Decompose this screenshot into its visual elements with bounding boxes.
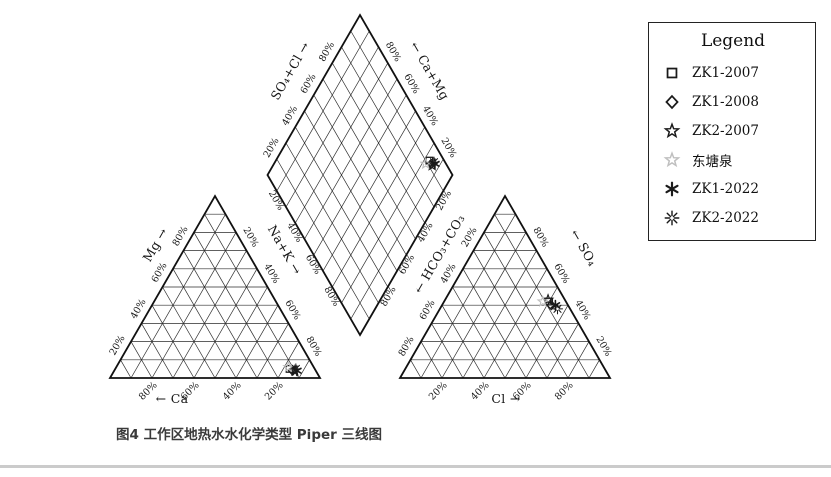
legend-item-label: ZK2-2007 (692, 122, 759, 139)
tick-label: 80% (321, 285, 341, 309)
asterisk-marker-icon (665, 181, 679, 196)
tick-label: 40% (416, 221, 436, 245)
legend-title: Legend (700, 31, 766, 51)
star-marker-icon (663, 121, 681, 138)
tick-label: 20% (266, 189, 286, 213)
legend-item-东塘泉: 东塘泉 (661, 145, 805, 174)
tick-label: 20% (263, 380, 286, 403)
legend-item-label: ZK2-2022 (692, 209, 759, 226)
tick-label: 20% (434, 189, 454, 213)
legend-item-label: ZK1-2022 (692, 180, 759, 197)
axis-label: ← Ca (156, 391, 189, 406)
burst-marker-icon (664, 210, 680, 225)
tick-label: 40% (469, 380, 492, 403)
diamond-marker-icon (665, 94, 679, 109)
series-ZK2-2022 (290, 156, 564, 375)
tick-label: 20% (427, 380, 450, 403)
legend-item-ZK2-2022: ZK2-2022 (661, 203, 805, 232)
tick-label: 40% (221, 380, 244, 403)
axis-label: Mg → (139, 225, 170, 264)
star-marker-icon (663, 150, 681, 167)
tick-label: 60% (397, 253, 417, 277)
axis-label: ← SO₄ (567, 227, 600, 269)
square-marker-icon (666, 67, 678, 78)
legend-item-ZK1-2007: ZK1-2007 (661, 58, 805, 87)
tick-label: 60% (303, 253, 323, 277)
tick-labels: 20%40%60%80%20%40%60%80%20%40%60%80%20%4… (108, 40, 614, 403)
series-东塘泉 (282, 157, 550, 373)
bottom-divider (0, 465, 831, 468)
grid-lines (120, 30, 600, 379)
legend-item-label: 东塘泉 (692, 153, 733, 170)
legend-item-ZK2-2007: ZK2-2007 (661, 116, 805, 145)
axis-label: ← HCO₃+CO₃ (410, 212, 467, 296)
legend-item-label: ZK1-2008 (692, 93, 759, 110)
legend-item-ZK1-2008: ZK1-2008 (661, 87, 805, 116)
legend-item-ZK1-2022: ZK1-2022 (661, 174, 805, 203)
shape-outlines (108, 13, 612, 379)
data-points (282, 156, 564, 377)
tick-label: 80% (553, 380, 576, 403)
piper-diagram: 20%40%60%80%20%40%60%80%20%40%60%80%20%4… (108, 13, 614, 406)
tick-label: 80% (379, 285, 399, 309)
legend-item-label: ZK1-2007 (692, 64, 759, 81)
axis-label: Cl → (491, 391, 520, 406)
series-ZK1-2007 (285, 156, 554, 373)
figure-caption: 图4 工作区地热水水化学类型 Piper 三线图 (116, 427, 382, 443)
